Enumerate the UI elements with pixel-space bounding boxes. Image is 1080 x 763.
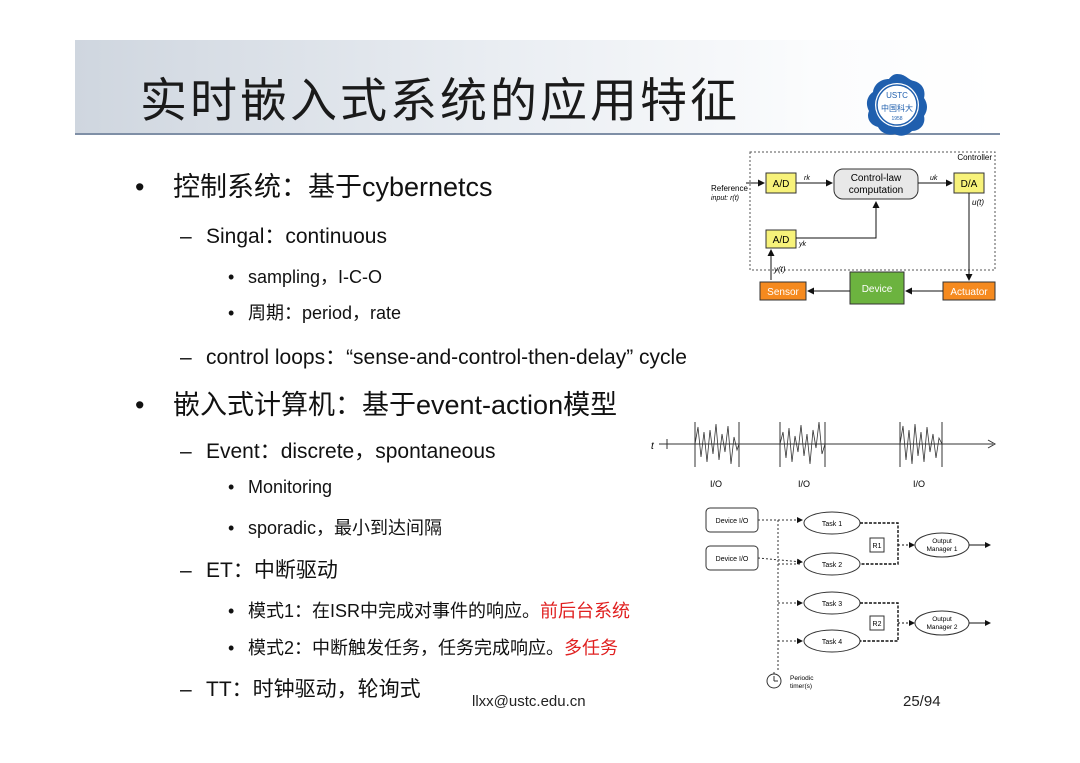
yk-arrow [796, 201, 880, 239]
device-label: Device [862, 284, 893, 295]
bullet-event: –Event：discrete，spontaneous [180, 440, 496, 463]
highlight-foreground-background: 前后台系统 [540, 601, 631, 621]
bullet-mode1: •模式1：在ISR中完成对事件的响应。前后台系统 [228, 601, 631, 621]
time-axis-arrowhead [987, 439, 997, 449]
resource-r2-label: R2 [873, 621, 882, 628]
bullet-mode2: •模式2：中断触发任务，任务完成响应。多任务 [228, 638, 619, 658]
control-law-label-1: Control-law [851, 173, 902, 184]
output-manager-1-label-a: Output [932, 538, 952, 545]
output-manager-1-label-b: Manager 1 [926, 546, 957, 553]
controller-boundary [749, 151, 996, 271]
resource-r1 [869, 537, 885, 553]
control-law-box [833, 168, 919, 200]
bullet-period: •周期：period，rate [228, 303, 402, 323]
bullet-et: –ET：中断驱动 [180, 559, 338, 582]
ustc-logo: USTC 中国科大 1958 [866, 74, 927, 136]
io-label-1: I/O [710, 479, 722, 489]
bullet-embedded-computer: •嵌入式计算机：基于event-action模型 [135, 390, 618, 420]
resource-r1-label: R1 [873, 543, 882, 550]
reference-input-label-2: input: r(t) [711, 195, 739, 202]
footer-email: llxx@ustc.edu.cn [472, 693, 586, 710]
page-number: 25/94 [903, 693, 941, 710]
bullet-sampling: •sampling，I-C-O [228, 267, 383, 287]
logo-text-top: USTC [886, 91, 908, 100]
output-manager-2 [914, 610, 970, 636]
io-label-2: I/O [798, 479, 810, 489]
controller-label: Controller [957, 153, 992, 162]
task-4-label: Task 4 [822, 639, 842, 646]
time-axis-label: t [651, 441, 655, 452]
bullet-control-system: •控制系统：基于cybernetcs [135, 172, 493, 202]
bullet-control-loops: –control loops：“sense-and-control-then-d… [180, 346, 687, 369]
uk-label: uk [930, 175, 938, 182]
output-manager-1 [914, 532, 970, 558]
task-3-label: Task 3 [822, 601, 842, 608]
task-2 [803, 552, 861, 576]
bullet-tt: –TT：时钟驱动，轮询式 [180, 678, 421, 701]
ad-box-2 [765, 229, 797, 249]
ad-box-1-label: A/D [773, 179, 790, 190]
device-box [849, 271, 905, 305]
event-signal-diagram: t I/O I/O I/O [651, 421, 997, 489]
sensor-label: Sensor [767, 287, 799, 298]
timer-label-2: timer(s) [790, 683, 812, 690]
rk-label: rk [804, 175, 810, 182]
logo-text-mid: 中国科大 [881, 103, 913, 113]
slide-title: 实时嵌入式系统的应用特征 [140, 74, 740, 129]
reference-input-label: Reference [711, 184, 748, 193]
device-io-label-1: Device I/O [716, 518, 749, 525]
sensor-box [759, 281, 807, 301]
yt-label: y(t) [773, 265, 786, 274]
io-burst-1 [694, 423, 740, 465]
control-law-label-2: computation [849, 185, 903, 196]
bullet-signal: –Singal：continuous [180, 225, 387, 248]
io-burst-2 [779, 421, 826, 465]
task-2-label: Task 2 [822, 562, 842, 569]
ad-box-2-label: A/D [773, 235, 790, 246]
device-io-label-2: Device I/O [716, 556, 749, 563]
ut-label: u(t) [972, 198, 984, 207]
logo-inner [875, 83, 919, 127]
io-label-3: I/O [913, 479, 925, 489]
bullet-sporadic: •sporadic，最小到达间隔 [228, 518, 443, 538]
logo-year: 1958 [891, 116, 902, 122]
output-manager-2-label-b: Manager 2 [926, 624, 957, 631]
highlight-multitask: 多任务 [564, 638, 619, 658]
bullet-monitoring: •Monitoring [228, 477, 333, 497]
io-burst-3 [899, 423, 943, 465]
task-resource-diagram: Device I/O Device I/O Task 1 Task 2 Task… [705, 507, 991, 690]
actuator-label: Actuator [950, 287, 988, 298]
yk-label: yk [798, 241, 807, 248]
resource-r2 [869, 615, 885, 631]
timer-label-1: Periodic [790, 675, 814, 682]
control-loop-diagram: Controller Reference input: r(t) A/D rk … [711, 151, 996, 305]
task-1-label: Task 1 [822, 521, 842, 528]
output-manager-2-label-a: Output [932, 616, 952, 623]
header-band [75, 40, 1000, 135]
da-box-label: D/A [961, 179, 978, 190]
header-divider [75, 133, 1000, 135]
